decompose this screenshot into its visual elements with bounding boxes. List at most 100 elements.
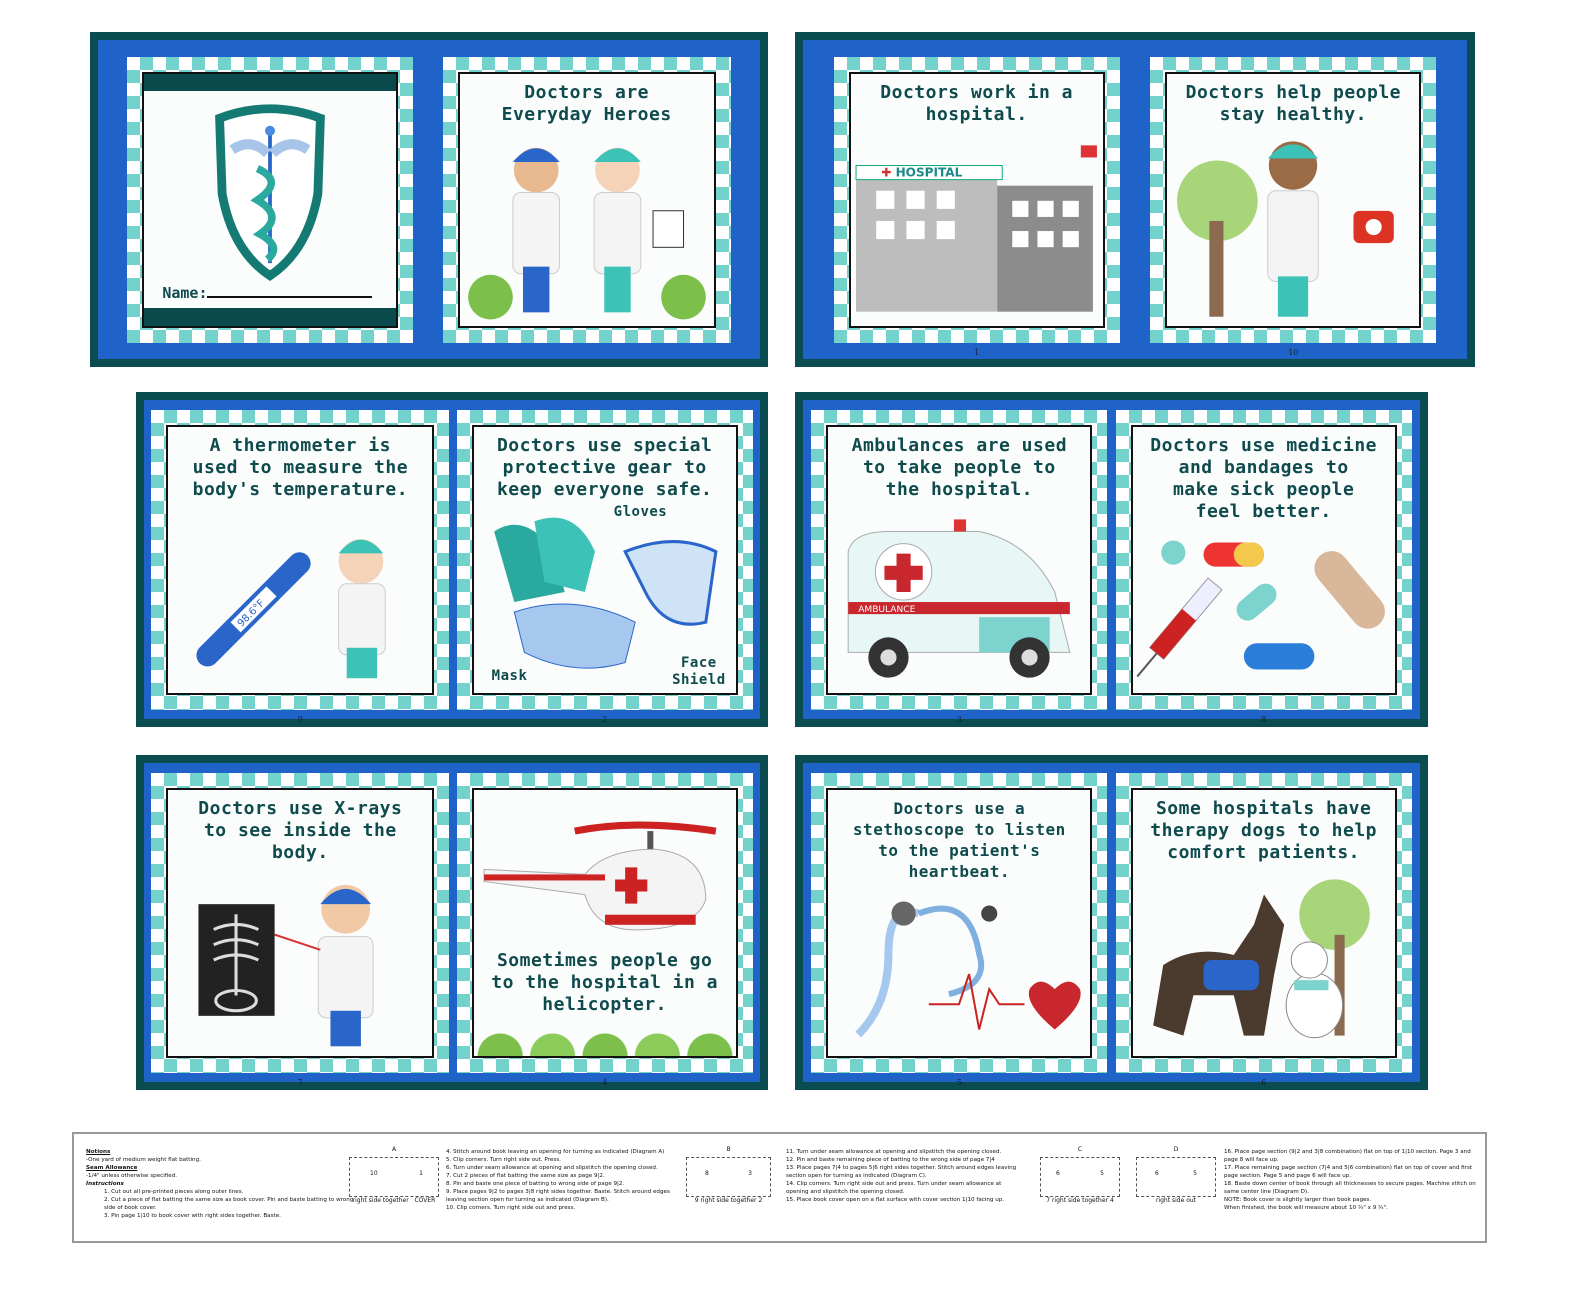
step: 9. Place pages 9|2 to pages 3|8 right si… xyxy=(446,1189,670,1203)
sewing-instructions: Notions -One yard of medium weight flat … xyxy=(72,1132,1487,1243)
page-8: Doctors use medicine and bandages to mak… xyxy=(1115,409,1412,724)
page-card: Doctors use a stethoscope to listen to t… xyxy=(826,787,1093,1058)
mask-label: Mask xyxy=(491,667,528,684)
seam-text: -1/4" unless otherwise specified. xyxy=(86,1173,178,1179)
page-9: A thermometer is used to measure the bod… xyxy=(151,409,450,724)
page-text: Doctors use a stethoscope to listen to t… xyxy=(852,798,1066,881)
page-text: Doctors use special protective gear to k… xyxy=(496,434,713,500)
step: 17. Place remaining page section (7|4 an… xyxy=(1224,1165,1473,1179)
page-text: Doctors work in a hospital. xyxy=(880,81,1074,125)
page-title: Doctors are Everyday Heroes xyxy=(442,56,731,343)
step: 14. Clip corners. Turn right side out an… xyxy=(786,1181,1002,1195)
protective-gear-illustration: Gloves Mask Face Shield xyxy=(474,501,736,693)
step: 11. Turn under seam allowance at opening… xyxy=(786,1149,1002,1155)
book-panel-pages-1-10: Doctors work in a hospital. ✚ HOSPITAL 1… xyxy=(795,32,1475,367)
page-text: Doctors use X-rays to see inside the bod… xyxy=(198,797,403,863)
page-number: 10 xyxy=(1288,347,1299,357)
stethoscope-heart-illustration xyxy=(828,882,1090,1056)
caduceus-shield-icon xyxy=(144,91,396,284)
step: 16. Place page section (9|2 and 3|8 comb… xyxy=(1224,1149,1471,1163)
page-card: Sometimes people go to the hospital in a… xyxy=(471,787,738,1058)
page-card: Doctors use X-rays to see inside the bod… xyxy=(166,787,435,1058)
page-text: A thermometer is used to measure the bod… xyxy=(192,434,409,500)
medicine-bandages-illustration xyxy=(1133,523,1395,693)
cover-page: Name: xyxy=(127,56,414,343)
page-card: Doctors use special protective gear to k… xyxy=(471,424,738,695)
page-6: Some hospitals have therapy dogs to help… xyxy=(1115,772,1412,1087)
book-panel-pages-5-6: Doctors use a stethoscope to listen to t… xyxy=(795,755,1428,1090)
page-card: Some hospitals have therapy dogs to help… xyxy=(1130,787,1397,1058)
page-number: 6 xyxy=(1261,1077,1267,1087)
note: When finished, the book will measure abo… xyxy=(1224,1205,1388,1211)
page-card: Doctors work in a hospital. ✚ HOSPITAL xyxy=(848,71,1105,328)
book-panel-pages-3-8: Ambulances are used to take people to th… xyxy=(795,392,1428,727)
step: 15. Place book cover open on a flat surf… xyxy=(786,1197,1005,1203)
step: 2. Cut a piece of flat batting the same … xyxy=(104,1197,354,1211)
page-text: Doctors help people stay healthy. xyxy=(1185,81,1402,125)
page-10: Doctors help people stay healthy. 10 xyxy=(1150,56,1437,357)
page-card: A thermometer is used to measure the bod… xyxy=(166,424,435,695)
step: 8. Pin and baste one piece of batting to… xyxy=(446,1181,625,1187)
notions-text: -One yard of medium weight flat batting. xyxy=(86,1157,201,1163)
notions-heading: Notions xyxy=(86,1149,111,1155)
page-text: Some hospitals have therapy dogs to help… xyxy=(1150,797,1378,863)
thermometer-illustration: 98.6°F xyxy=(168,501,432,693)
page-text: Doctors are Everyday Heroes xyxy=(501,81,672,125)
page-number: 7 xyxy=(297,1077,303,1087)
step: 10. Clip corners. Turn right side out an… xyxy=(446,1205,576,1211)
page-5: Doctors use a stethoscope to listen to t… xyxy=(811,772,1108,1087)
step: 1. Cut out all pre-printed pieces along … xyxy=(104,1189,244,1195)
page-7: Doctors use X-rays to see inside the bod… xyxy=(151,772,450,1087)
page-number: 2 xyxy=(602,714,608,724)
xray-doctor-illustration xyxy=(168,864,432,1056)
doctors-illustration xyxy=(460,126,714,326)
hospital-illustration: ✚ HOSPITAL xyxy=(851,126,1103,326)
page-card: Doctors use medicine and bandages to mak… xyxy=(1130,424,1397,695)
ambulance-illustration: AMBULANCE xyxy=(828,501,1090,693)
steps-16-18: 16. Place page section (9|2 and 3|8 comb… xyxy=(1224,1148,1484,1212)
book-panel-pages-9-2: A thermometer is used to measure the bod… xyxy=(136,392,768,727)
name-field: Name: xyxy=(162,284,373,302)
step: 3. Pin page 1|10 to book cover with righ… xyxy=(104,1213,281,1219)
book-panel-pages-7-4: Doctors use X-rays to see inside the bod… xyxy=(136,755,768,1090)
cover-band-top xyxy=(144,73,397,91)
cover-band-bottom xyxy=(144,308,397,326)
step: 6. Turn under seam allowance at opening … xyxy=(446,1165,658,1171)
therapy-dogs-illustration xyxy=(1133,864,1395,1056)
ambulance-sign: AMBULANCE xyxy=(859,605,916,615)
instructions-heading: Instructions xyxy=(86,1181,124,1187)
page-3: Ambulances are used to take people to th… xyxy=(811,409,1108,724)
page-4: Sometimes people go to the hospital in a… xyxy=(456,772,753,1087)
helicopter-illustration xyxy=(474,817,736,942)
doctor-with-trees-illustration xyxy=(1167,126,1419,326)
page-number: 1 xyxy=(974,347,980,357)
steps-11-15: 11. Turn under seam allowance at opening… xyxy=(786,1148,1021,1204)
step: 13. Place pages 7|4 to pages 5|6 right s… xyxy=(786,1165,1017,1179)
step: 18. Baste down center of book through al… xyxy=(1224,1181,1476,1195)
cover-panel: Name: Doctors are Everyday Heroes xyxy=(90,32,768,367)
page-card: Ambulances are used to take people to th… xyxy=(826,424,1093,695)
page-1: Doctors work in a hospital. ✚ HOSPITAL 1 xyxy=(833,56,1120,357)
page-text: Ambulances are used to take people to th… xyxy=(851,434,1068,500)
gloves-label: Gloves xyxy=(613,503,668,520)
notions-column: Notions -One yard of medium weight flat … xyxy=(86,1148,356,1220)
page-number: 9 xyxy=(297,714,303,724)
step: 7. Cut 2 pieces of flat batting the same… xyxy=(446,1173,605,1179)
cover-card: Name: xyxy=(142,71,399,328)
svg-text:✚ HOSPITAL: ✚ HOSPITAL xyxy=(881,165,962,179)
page-number: 5 xyxy=(956,1077,962,1087)
name-blank-line xyxy=(207,296,373,298)
page-text: Doctors use medicine and bandages to mak… xyxy=(1150,434,1378,522)
page-number: 4 xyxy=(602,1077,608,1087)
step: 5. Clip corners. Turn right side out. Pr… xyxy=(446,1157,561,1163)
name-label: Name: xyxy=(162,284,208,302)
seam-heading: Seam Allowance xyxy=(86,1165,138,1171)
page-number: 3 xyxy=(956,714,962,724)
steps-4-10: 4. Stitch around book leaving an opening… xyxy=(446,1148,676,1212)
page-text: Sometimes people go to the hospital in a… xyxy=(491,949,719,1015)
page-card: Doctors are Everyday Heroes xyxy=(457,71,716,328)
